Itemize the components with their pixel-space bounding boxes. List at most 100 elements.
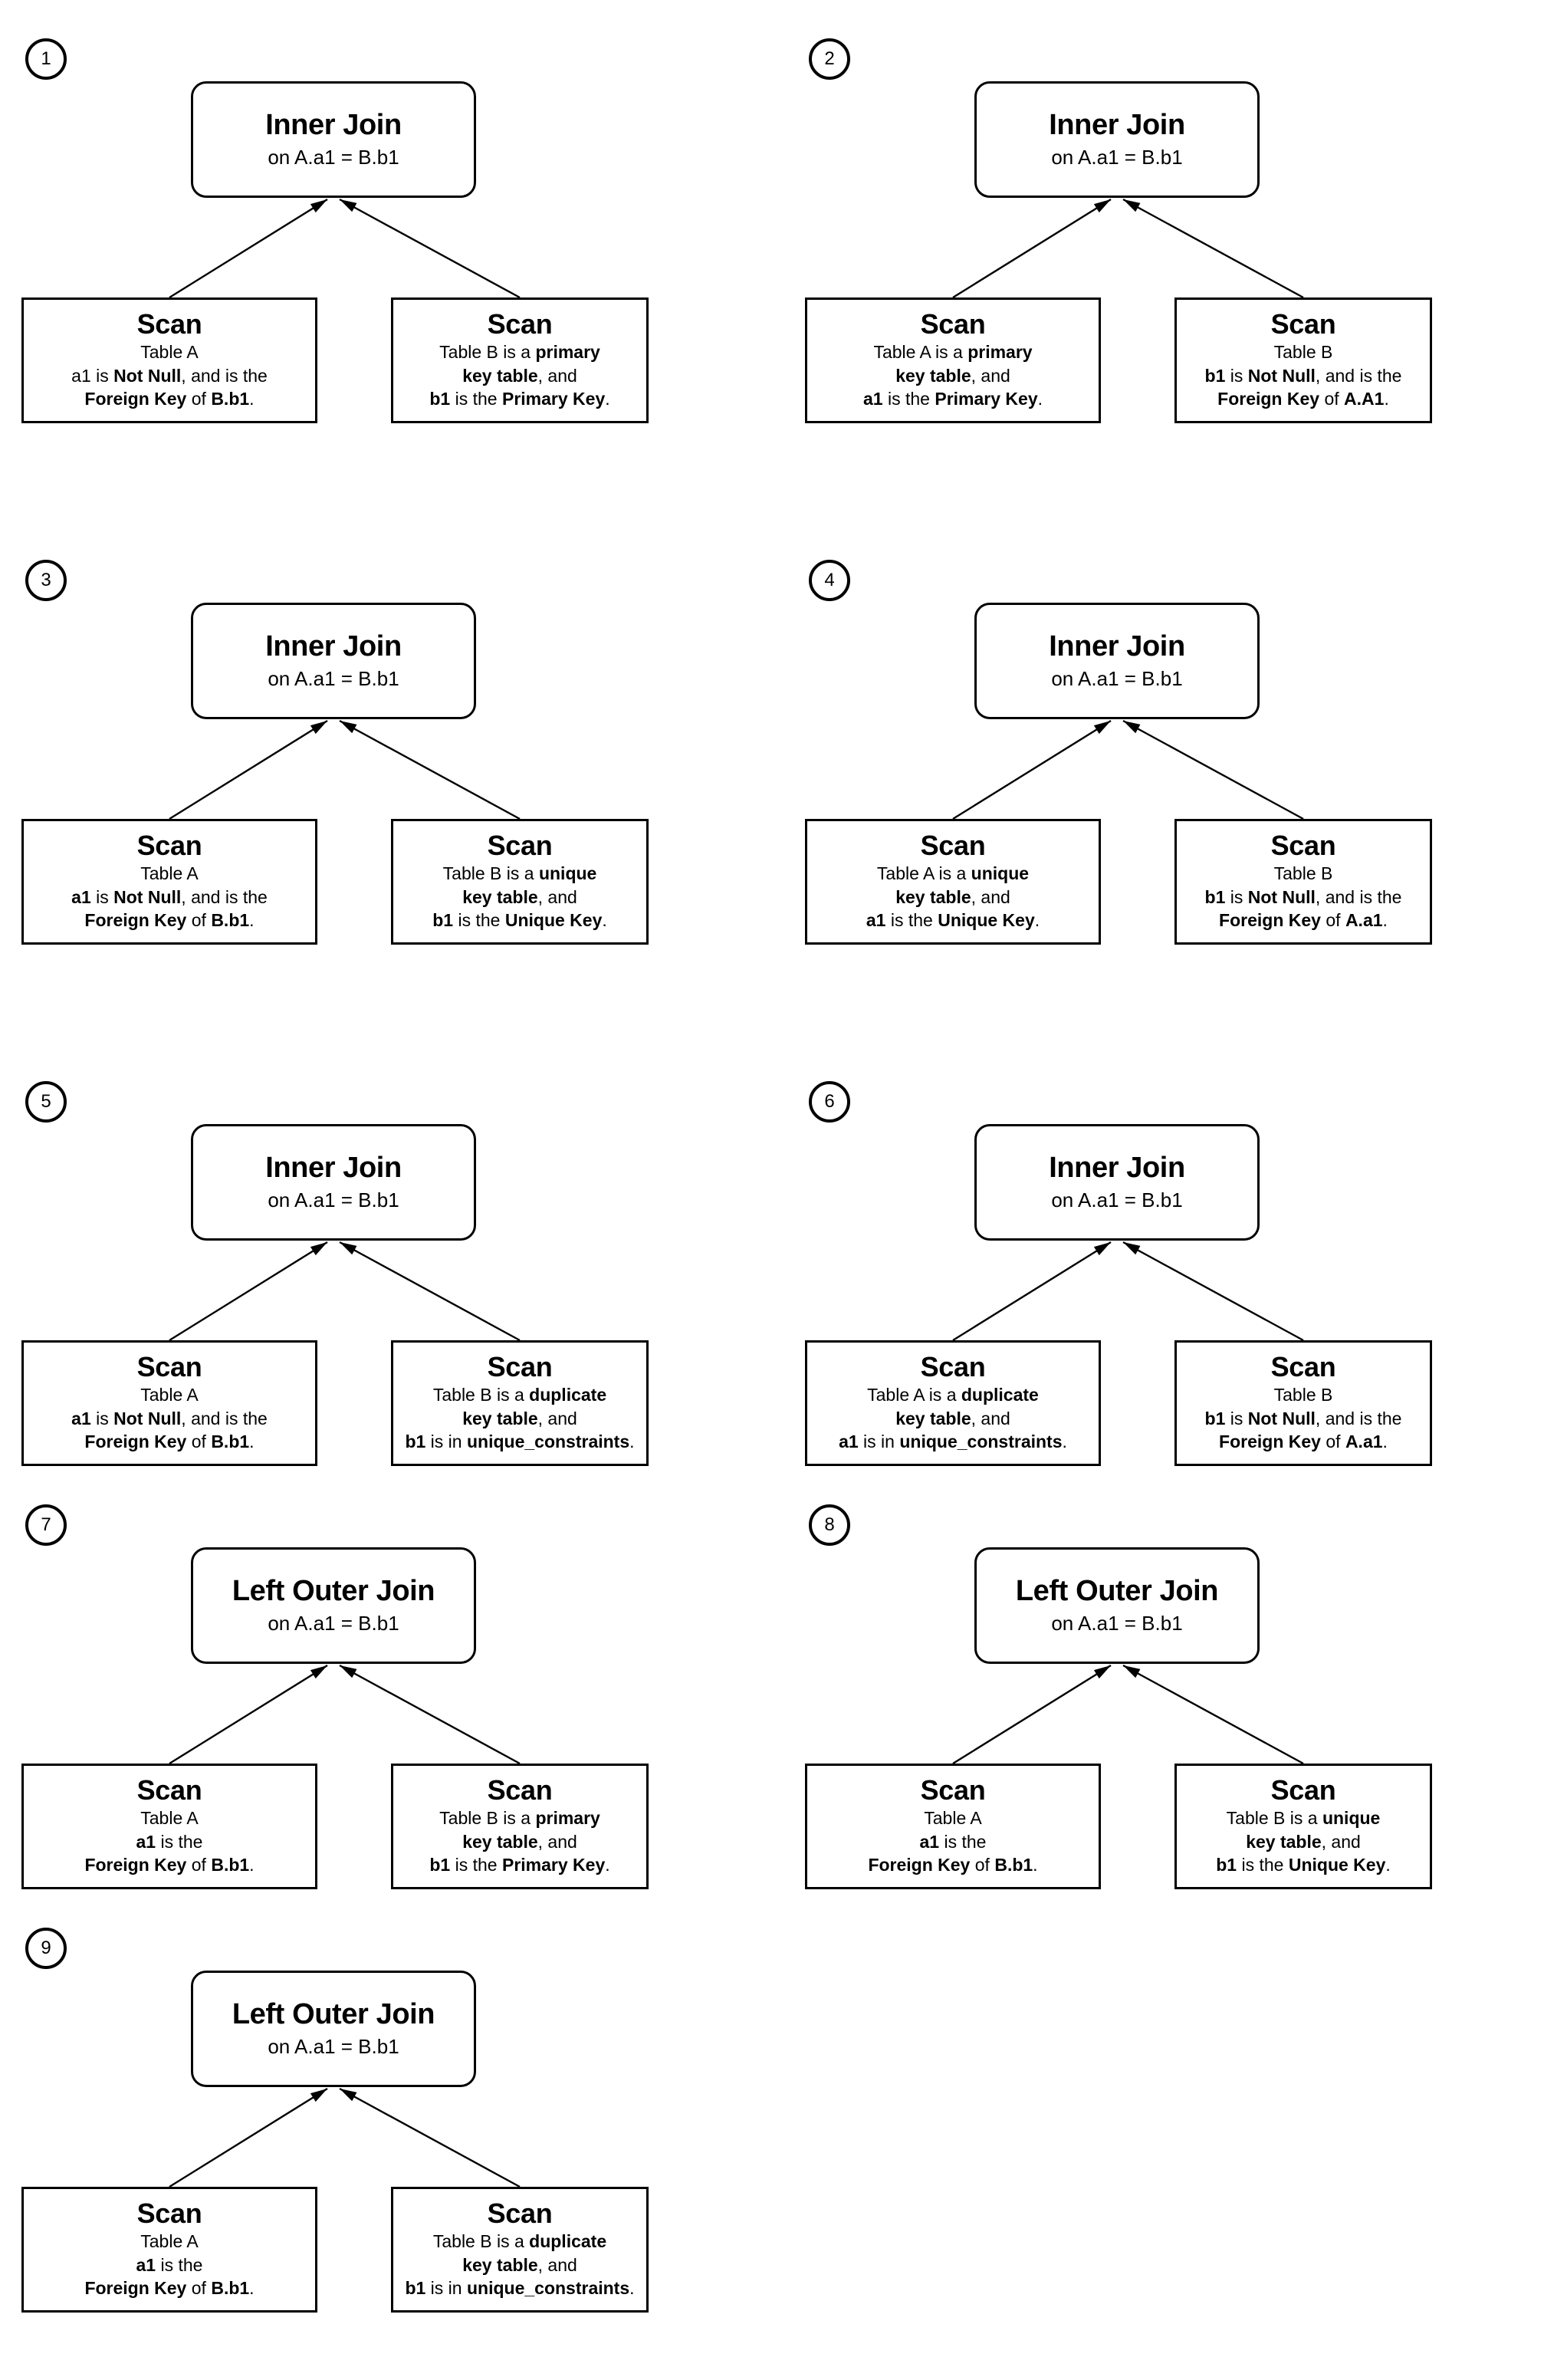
join-node[interactable]: Left Outer Join on A.a1 = B.b1 <box>191 1971 476 2087</box>
scan-description-line: Table B <box>1205 340 1402 364</box>
edge-left-scan-to-join-arrowhead <box>310 1665 327 1679</box>
plain-text: , and <box>971 1408 1010 1428</box>
emphasis-text: A.a1 <box>1345 910 1383 931</box>
plan-edges <box>952 1241 1304 1342</box>
scan-description-line: key table, and <box>839 1407 1067 1431</box>
plain-text: of <box>1320 1432 1345 1452</box>
join-node-condition: on A.a1 = B.b1 <box>268 1612 399 1635</box>
emphasis-text: a1 <box>71 1408 91 1428</box>
scan-description-line: Table B <box>1205 862 1402 886</box>
plain-text: , and <box>537 365 577 386</box>
edge-right-scan-to-join-arrowhead <box>340 1242 357 1255</box>
plan-edges <box>169 719 521 820</box>
scan-description-line: Table B is a duplicate <box>405 2230 634 2253</box>
edge-right-scan-to-join <box>1122 198 1304 299</box>
plain-text: Table A <box>140 1808 199 1829</box>
emphasis-text: duplicate <box>529 1385 607 1405</box>
plan-edges <box>169 2087 521 2188</box>
scan-description-line: b1 is the Unique Key. <box>432 909 607 932</box>
emphasis-text: Foreign Key <box>84 1855 187 1875</box>
scan-description-line: key table, and <box>429 364 609 388</box>
emphasis-text: B.b1 <box>211 2278 250 2299</box>
scan-description-line: Table B is a unique <box>1216 1806 1391 1830</box>
plain-text: is the <box>1237 1855 1289 1875</box>
plain-text: , and <box>537 2254 577 2275</box>
plain-text: Table A <box>924 1808 982 1829</box>
plain-text: . <box>1382 910 1388 931</box>
scan-description-line: b1 is Not Null, and is the <box>1205 364 1402 388</box>
plan-edges <box>952 719 1304 820</box>
emphasis-text: Unique Key <box>504 910 603 931</box>
edge-right-scan-to-join <box>1122 1664 1304 1765</box>
emphasis-text: Not Null <box>113 886 182 907</box>
scan-description-line: Table A is a unique <box>866 862 1040 886</box>
join-node-condition: on A.a1 = B.b1 <box>268 146 399 169</box>
scan-description-line: Table B is a unique <box>432 862 607 886</box>
emphasis-text: b1 <box>1204 365 1226 386</box>
join-node-title: Left Outer Join <box>232 1998 435 2031</box>
plain-text: , and is the <box>181 365 268 386</box>
edge-left-scan-to-join <box>952 719 1112 820</box>
scan-description-line: a1 is the <box>868 1830 1037 1854</box>
emphasis-text: A.A1 <box>1344 389 1385 409</box>
scan-description-line: Foreign Key of B.b1. <box>71 1430 268 1454</box>
plan-edges <box>952 198 1304 299</box>
join-node-condition: on A.a1 = B.b1 <box>1051 1188 1183 1212</box>
plain-text: of <box>1320 910 1345 931</box>
edge-left-scan-to-join-arrowhead <box>310 199 327 213</box>
scan-node-title: Scan <box>136 2198 202 2230</box>
emphasis-text: key table <box>1246 1831 1322 1852</box>
plain-text: . <box>1385 1855 1391 1875</box>
diagram-number-badge: 2 <box>809 38 850 80</box>
scan-description-line: Foreign Key of A.A1. <box>1205 387 1402 411</box>
diagram-number-badge: 4 <box>809 560 850 601</box>
emphasis-text: b1 <box>405 2278 426 2299</box>
edge-right-scan-to-join <box>339 198 521 299</box>
emphasis-text: unique <box>971 863 1030 884</box>
emphasis-text: key table <box>895 365 971 386</box>
emphasis-text: unique <box>538 863 597 884</box>
edge-right-scan-to-join-arrowhead <box>1123 721 1141 734</box>
plain-text: is <box>90 1408 114 1428</box>
join-node-condition: on A.a1 = B.b1 <box>268 2035 399 2059</box>
plain-text: is the <box>450 389 502 409</box>
scan-description-line: a1 is Not Null, and is the <box>71 1407 268 1431</box>
emphasis-text: Foreign Key <box>1219 910 1321 931</box>
scan-node-title: Scan <box>920 830 986 862</box>
